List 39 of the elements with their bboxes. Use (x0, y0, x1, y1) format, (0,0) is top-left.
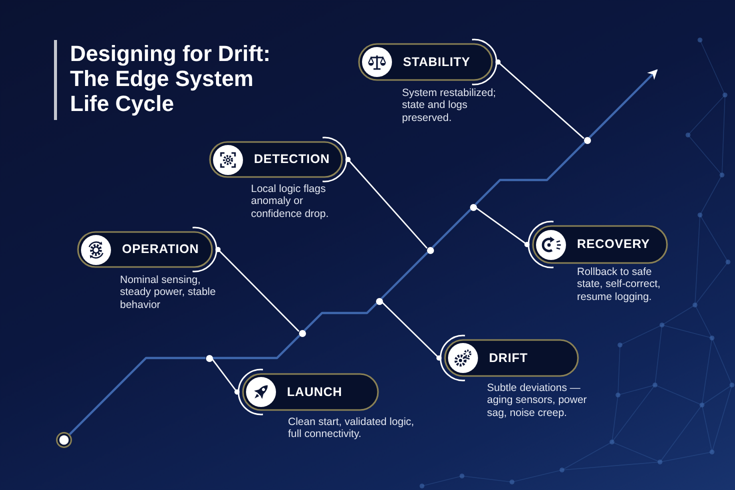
stage-title: LAUNCH (287, 384, 342, 400)
stage-pill (439, 334, 578, 382)
leader-line (382, 302, 442, 361)
stage-title: RECOVERY (577, 237, 650, 252)
timeline-line (68, 356, 206, 436)
title: Designing for Drift: The Edge System Life Cycle (70, 41, 272, 116)
stage-pill (527, 220, 667, 269)
stage-title: OPERATION (122, 242, 199, 257)
start-marker (56, 432, 72, 448)
timeline-dot (426, 246, 434, 254)
stage-pill (237, 368, 378, 416)
stage-title: STABILITY (403, 54, 470, 70)
timeline-dot (376, 298, 382, 304)
stage-description: System restabilized; state and logs preserved. (402, 87, 497, 124)
stage-description: Rollback to safe state, self-correct, resume logging. (577, 266, 662, 303)
leader-line (215, 246, 300, 332)
timeline-line (380, 252, 428, 300)
timeline-dot (584, 136, 590, 144)
timeline-arrow (588, 69, 658, 138)
stage-description: Local logic flags anomaly or confidence drop. (251, 183, 330, 220)
leader-line (212, 358, 240, 395)
timeline-line (432, 208, 472, 248)
stage-title: DRIFT (489, 350, 528, 366)
timeline-dot (298, 330, 306, 336)
timeline-dot (470, 204, 476, 210)
stage-pill (78, 226, 218, 273)
leader-line (476, 207, 530, 248)
timeline-line (212, 334, 300, 360)
leader-line (345, 156, 428, 249)
timeline-line (474, 142, 586, 206)
stage-description: Nominal sensing, steady power, stable behavior (120, 274, 217, 311)
stage-description: Clean start, validated logic, full connectivity. (288, 416, 416, 441)
stage-description: Subtle deviations — aging sensors, power sag, noise creep. (487, 382, 588, 419)
leader-line (495, 59, 584, 139)
stage-pill (210, 136, 348, 183)
stage-title: DETECTION (254, 152, 330, 167)
stage-pill (359, 38, 498, 86)
timeline-dot (206, 354, 212, 362)
timeline-line (304, 302, 378, 332)
